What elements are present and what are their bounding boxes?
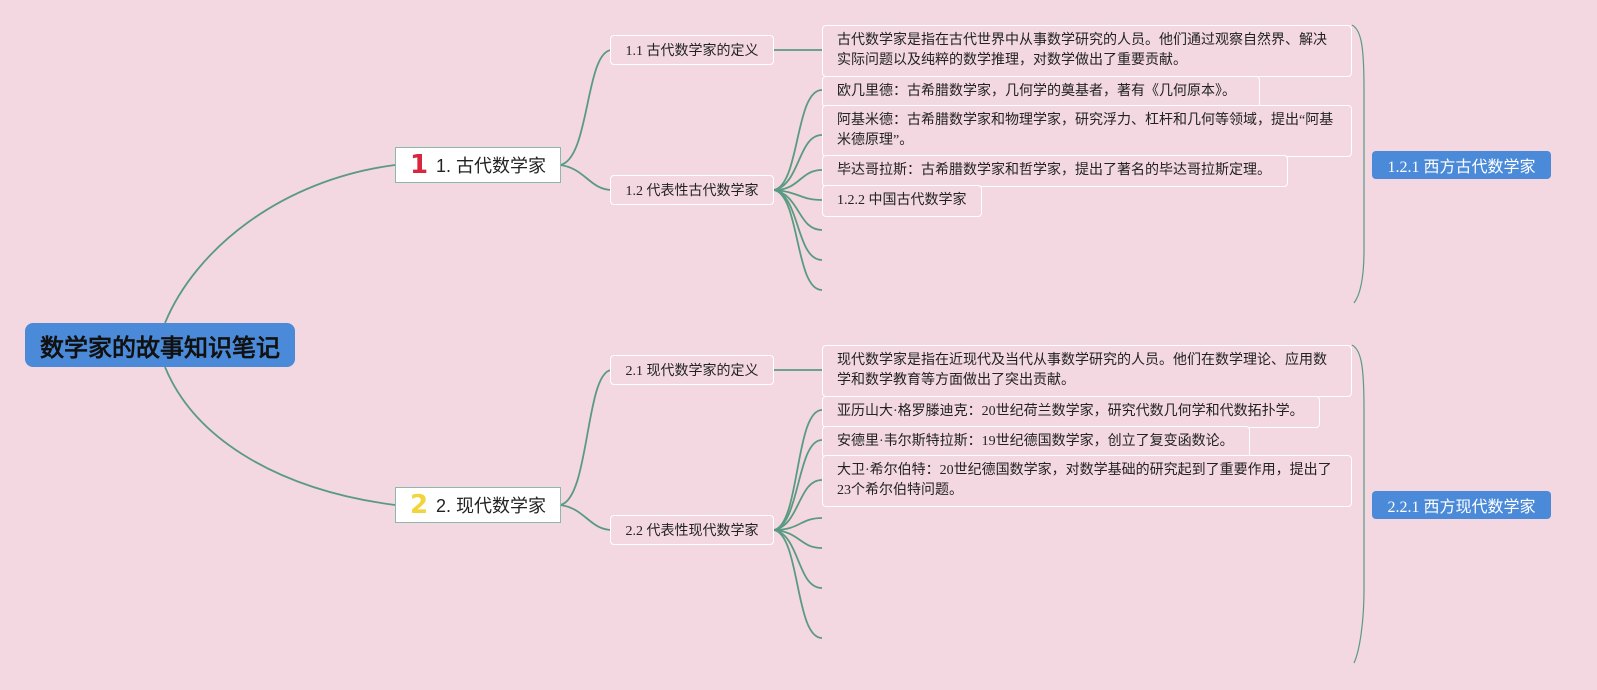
subtopic-modern-definition[interactable]: 2.1 现代数学家的定义 [610,355,774,385]
leaf-text: 欧几里德：古希腊数学家，几何学的奠基者，著有《几何原本》。 [837,84,1236,99]
subtopic-ancient-definition[interactable]: 1.1 古代数学家的定义 [610,35,774,65]
subtopic-title: 2.1 现代数学家的定义 [625,364,759,379]
leaf-text: 安德里·韦尔斯特拉斯：19世纪德国数学家，创立了复变函数论。 [837,434,1234,449]
tag-text: 1.2.1 西方古代数学家 [1387,159,1536,176]
summary-tag-western-ancient[interactable]: 1.2.1 西方古代数学家 [1372,151,1551,179]
leaf-text: 毕达哥拉斯：古希腊数学家和哲学家，提出了著名的毕达哥拉斯定理。 [837,163,1271,178]
leaf-chinese-ancient[interactable]: 1.2.2 中国古代数学家 [822,185,982,217]
badge-one-icon: 1 [409,150,429,180]
subtopic-title: 2.2 代表性现代数学家 [625,524,759,539]
subtopic-title: 1.1 古代数学家的定义 [625,44,759,59]
summary-tag-western-modern[interactable]: 2.2.1 西方现代数学家 [1372,491,1551,519]
main-topic-ancient[interactable]: 1 1. 古代数学家 [395,147,561,183]
leaf-euclid[interactable]: 欧几里德：古希腊数学家，几何学的奠基者，著有《几何原本》。 [822,76,1260,108]
subtopic-ancient-representatives[interactable]: 1.2 代表性古代数学家 [610,175,774,205]
leaf-text: 现代数学家是指在近现代及当代从事数学研究的人员。他们在数学理论、应用数学和数学教… [837,353,1327,388]
root-topic[interactable]: 数学家的故事知识笔记 [25,323,295,367]
tag-text: 2.2.1 西方现代数学家 [1387,499,1536,516]
badge-two-icon: 2 [409,490,429,520]
subtopic-modern-representatives[interactable]: 2.2 代表性现代数学家 [610,515,774,545]
leaf-modern-definition[interactable]: 现代数学家是指在近现代及当代从事数学研究的人员。他们在数学理论、应用数学和数学教… [822,345,1352,397]
main-topic-title: 2. 现代数学家 [436,496,547,516]
subtopic-title: 1.2 代表性古代数学家 [625,184,759,199]
leaf-text: 古代数学家是指在古代世界中从事数学研究的人员。他们通过观察自然界、解决实际问题以… [837,33,1327,68]
leaf-pythagoras[interactable]: 毕达哥拉斯：古希腊数学家和哲学家，提出了著名的毕达哥拉斯定理。 [822,155,1288,187]
root-title: 数学家的故事知识笔记 [40,333,280,362]
main-topic-title: 1. 古代数学家 [436,156,547,176]
leaf-grothendieck[interactable]: 亚历山大·格罗滕迪克：20世纪荷兰数学家，研究代数几何学和代数拓扑学。 [822,396,1320,428]
leaf-text: 大卫·希尔伯特：20世纪德国数学家，对数学基础的研究起到了重要作用，提出了23个… [837,463,1332,498]
leaf-text: 阿基米德：古希腊数学家和物理学家，研究浮力、杠杆和几何等领域，提出“阿基米德原理… [837,113,1334,148]
leaf-text: 亚历山大·格罗滕迪克：20世纪荷兰数学家，研究代数几何学和代数拓扑学。 [837,404,1304,419]
main-topic-modern[interactable]: 2 2. 现代数学家 [395,487,561,523]
leaf-text: 1.2.2 中国古代数学家 [837,193,967,208]
leaf-weierstrass[interactable]: 安德里·韦尔斯特拉斯：19世纪德国数学家，创立了复变函数论。 [822,426,1250,458]
leaf-hilbert[interactable]: 大卫·希尔伯特：20世纪德国数学家，对数学基础的研究起到了重要作用，提出了23个… [822,455,1352,507]
leaf-archimedes[interactable]: 阿基米德：古希腊数学家和物理学家，研究浮力、杠杆和几何等领域，提出“阿基米德原理… [822,105,1352,157]
leaf-ancient-definition[interactable]: 古代数学家是指在古代世界中从事数学研究的人员。他们通过观察自然界、解决实际问题以… [822,25,1352,77]
